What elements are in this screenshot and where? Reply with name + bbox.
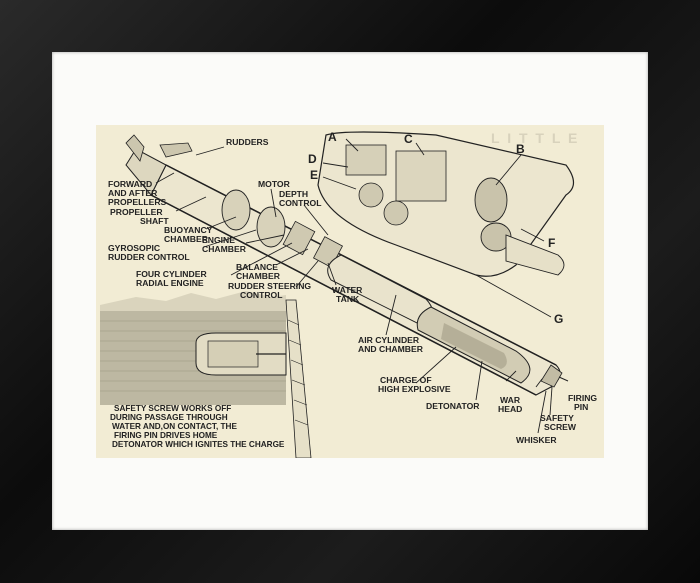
label-gyro: GYROSOPIC — [108, 243, 160, 253]
caption-line-4: FIRING PIN DRIVES HOME — [114, 431, 218, 440]
label-c: C — [404, 132, 413, 146]
caption-line-3: WATER AND,ON CONTACT, THE — [112, 422, 237, 431]
label-engine-2: CHAMBER — [202, 244, 247, 254]
label-rudder-control: RUDDER CONTROL — [108, 252, 190, 262]
label-balance-2: CHAMBER — [236, 271, 281, 281]
label-depth-1: DEPTH — [279, 189, 308, 199]
torpedo-cutaway-print: L I T T L E — [96, 125, 604, 458]
label-charge-2: HIGH EXPLOSIVE — [378, 384, 451, 394]
torpedo-diagram: L I T T L E — [100, 130, 597, 458]
torpedo-body — [125, 134, 569, 396]
label-water-1: WATER — [332, 285, 363, 295]
label-d: D — [308, 152, 317, 166]
caption: SAFETY SCREW WORKS OFF DURING PASSAGE TH… — [110, 404, 285, 449]
label-firing-1: FIRING — [568, 393, 597, 403]
label-balance-1: BALANCE — [236, 262, 278, 272]
label-e: E — [310, 168, 318, 182]
label-air-2: AND CHAMBER — [358, 344, 424, 354]
engine-detail — [317, 131, 575, 277]
label-engine-1: ENGINE — [202, 235, 235, 245]
label-war-1: WAR — [500, 395, 521, 405]
label-forward-2: AND AFTER — [108, 188, 158, 198]
label-charge-1: CHARGE OF — [380, 375, 432, 385]
label-safety-2: SCREW — [544, 422, 577, 432]
label-four-cyl-1: FOUR CYLINDER — [136, 269, 207, 279]
label-f: F — [548, 236, 555, 250]
label-firing-2: PIN — [574, 402, 588, 412]
label-rudder-steer-1: RUDDER STEERING — [228, 281, 311, 291]
label-buoyancy-1: BUOYANCY — [164, 225, 213, 235]
sea-inset — [100, 291, 287, 405]
hull-plating — [285, 299, 312, 458]
label-motor: MOTOR — [258, 179, 291, 189]
label-a: A — [328, 130, 337, 144]
label-b: B — [516, 142, 525, 156]
label-rudders: RUDDERS — [226, 137, 269, 147]
caption-line-1: SAFETY SCREW WORKS OFF — [114, 404, 231, 413]
label-air-1: AIR CYLINDER — [358, 335, 420, 345]
label-four-cyl-2: RADIAL ENGINE — [136, 278, 204, 288]
label-propeller-1: PROPELLER — [110, 207, 163, 217]
faded-heading: L I T T L E — [491, 130, 579, 146]
caption-line-2: DURING PASSAGE THROUGH — [110, 413, 228, 422]
label-detonator: DETONATOR — [426, 401, 480, 411]
label-forward-1: FORWARD — [108, 179, 152, 189]
label-whisker: WHISKER — [516, 435, 557, 445]
label-forward-3: PROPELLERS — [108, 197, 167, 207]
label-safety-1: SAFETY — [540, 413, 574, 423]
label-war-2: HEAD — [498, 404, 522, 414]
part-labels: RUDDERS FORWARD AND AFTER PROPELLERS PRO… — [108, 130, 597, 445]
label-depth-2: CONTROL — [279, 198, 322, 208]
label-propeller-2: SHAFT — [140, 216, 169, 226]
label-water-2: TANK — [336, 294, 360, 304]
label-buoyancy-2: CHAMBER — [164, 234, 209, 244]
label-g: G — [554, 312, 563, 326]
leader-lines — [155, 138, 553, 434]
label-rudder-steer-2: CONTROL — [240, 290, 283, 300]
caption-line-5: DETONATOR WHICH IGNITES THE CHARGE — [112, 440, 285, 449]
